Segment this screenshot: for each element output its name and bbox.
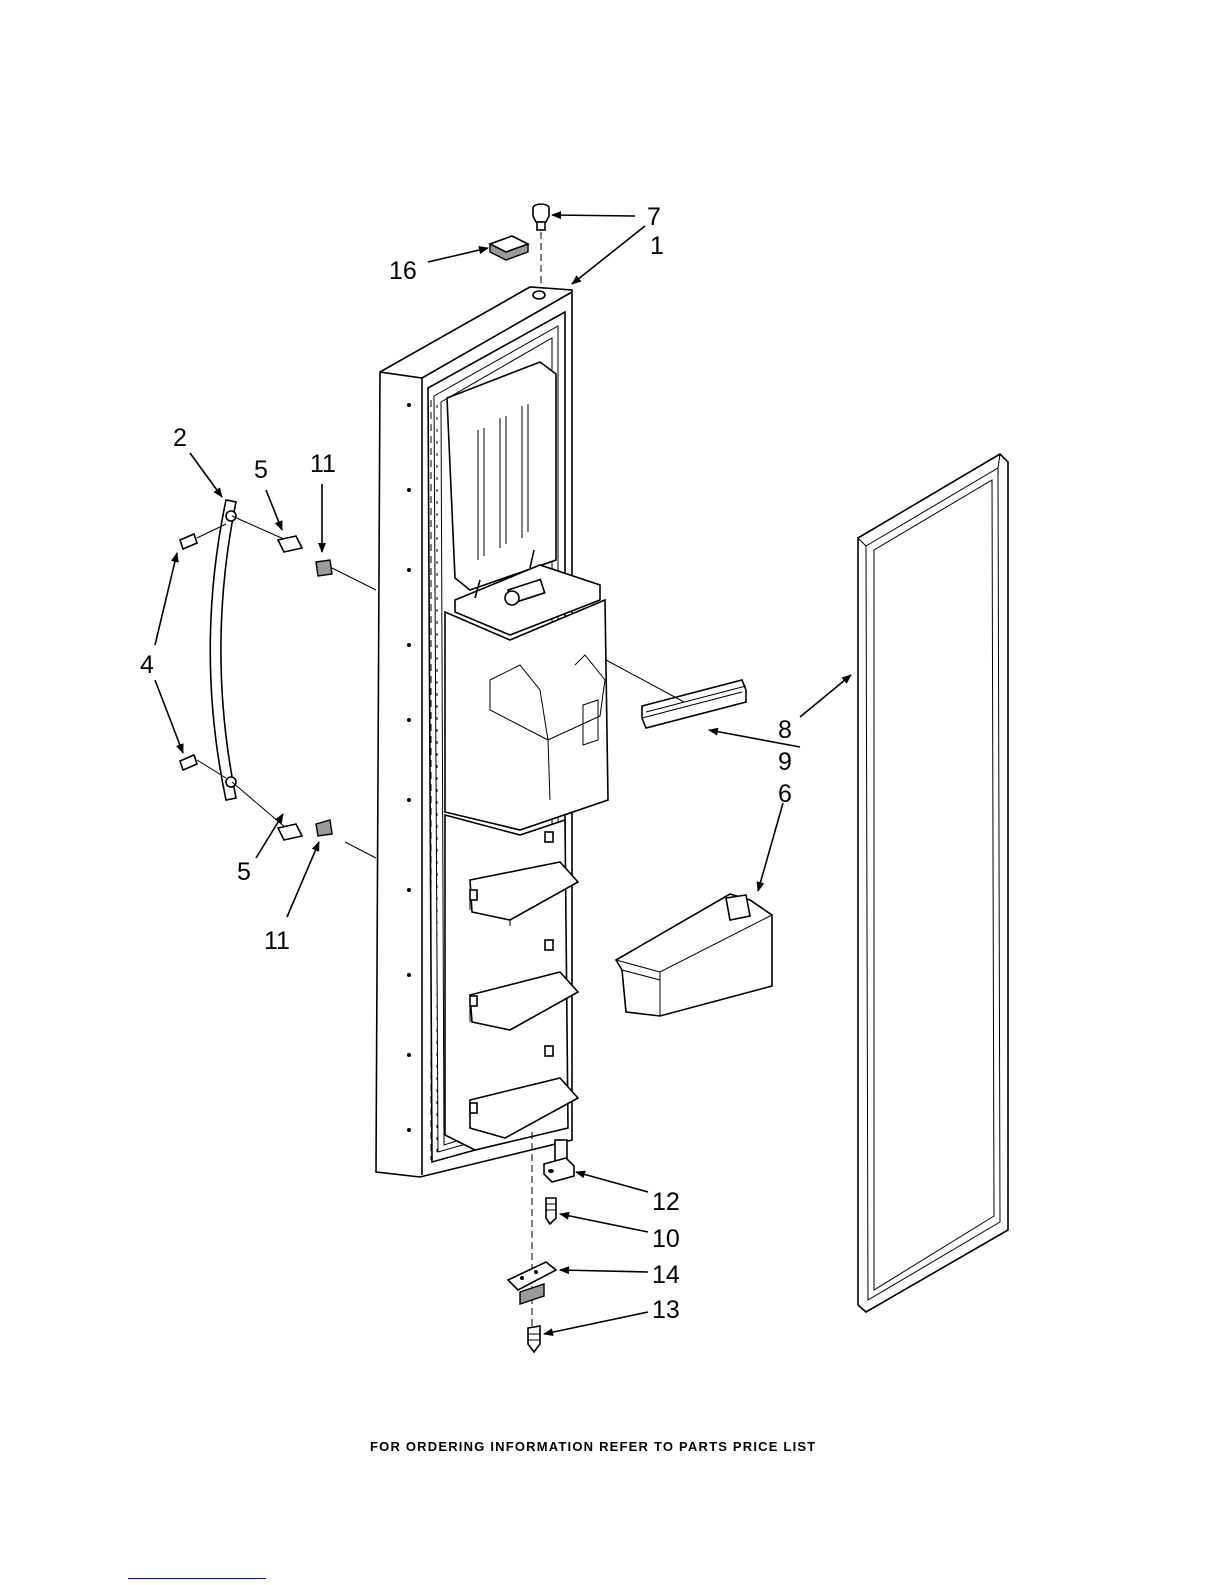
callout-5: 5 [254,456,268,484]
callout-16: 16 [389,257,417,285]
stud-part-5 [278,536,302,840]
bin-part-6 [616,894,772,1016]
callout-12: 12 [652,1188,680,1216]
door-panel [376,287,608,1177]
callout-10: 10 [652,1225,680,1253]
callout-7: 7 [647,203,661,231]
lower-hinge-part-14 [508,1262,556,1304]
callout-1: 1 [650,232,664,260]
callout-14: 14 [652,1261,680,1289]
trim-part-9 [606,660,746,728]
callout-5: 5 [237,858,251,886]
cover-part-16 [490,236,528,260]
callout-9: 9 [778,748,792,776]
callout-11: 11 [310,450,336,478]
screw-part-13 [528,1326,540,1352]
callout-8: 8 [778,716,792,744]
callout-6: 6 [778,780,792,808]
bottom-link-underline[interactable] [128,1578,266,1579]
gasket-part-8 [858,454,1008,1312]
callout-13: 13 [652,1296,680,1324]
callout-4: 4 [140,651,154,679]
ordering-info-footer: FOR ORDERING INFORMATION REFER TO PARTS … [370,1439,816,1454]
spacer-part-11 [316,560,376,858]
plug-part-7 [533,204,549,288]
callout-11: 11 [264,927,290,955]
handle-part-2 [210,500,286,828]
callout-2: 2 [173,424,187,452]
bolt-part-10 [546,1198,556,1224]
